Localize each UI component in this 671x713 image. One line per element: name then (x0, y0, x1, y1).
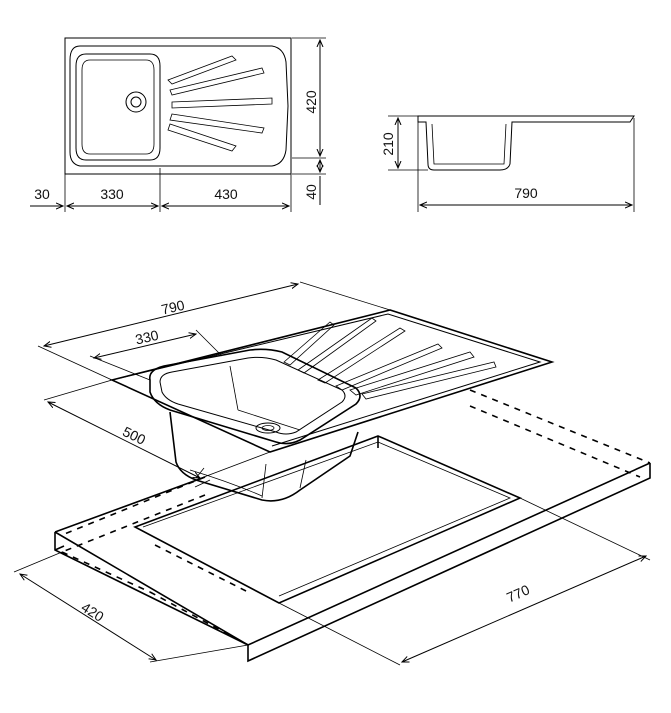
dim-side-length-label: 790 (514, 185, 538, 201)
side-view: 210 790 (380, 115, 635, 212)
dim-side-length: 790 (417, 118, 635, 212)
dim-side-height-label: 210 (380, 132, 396, 156)
cutout (133, 435, 523, 604)
iso-drainer-grooves (283, 317, 497, 400)
dim-iso-330: 330 (89, 327, 223, 381)
iso-sink-top (109, 309, 555, 453)
dim-iso-420-label: 420 (79, 599, 107, 625)
dim-top-drainer-label: 430 (214, 186, 238, 202)
dim-top-bowl-label: 330 (100, 186, 124, 202)
dim-iso-790: 790 (37, 281, 391, 381)
dim-iso-500-label: 500 (120, 423, 148, 448)
dim-top-lower-label: 40 (303, 184, 319, 200)
dim-top-height-label: 420 (303, 90, 319, 114)
iso-bowl-body (169, 411, 359, 502)
drain-center-icon (130, 96, 142, 108)
top-view-bowl-inner (81, 59, 155, 155)
drain-icon (125, 91, 147, 113)
top-view-rim (69, 45, 289, 167)
top-view: 420 40 30 330 430 (30, 37, 326, 212)
dim-top-lower: 40 (292, 160, 326, 205)
side-view-profile (417, 115, 635, 171)
top-view-drainer-grooves (167, 55, 273, 152)
iso-drain-icon (255, 422, 281, 434)
dim-top-height: 420 (292, 37, 326, 159)
dim-iso-790-label: 790 (160, 297, 187, 318)
dim-top-left-label: 30 (34, 186, 50, 202)
iso-view: 790 330 500 420 770 (13, 281, 651, 666)
top-view-outline (64, 37, 292, 175)
dim-iso-330-label: 330 (134, 327, 161, 348)
top-view-bowl (75, 53, 161, 161)
dim-top-horizontal: 30 330 430 (30, 168, 292, 212)
dim-side-height: 210 (380, 115, 428, 171)
dim-iso-770-label: 770 (504, 581, 532, 605)
